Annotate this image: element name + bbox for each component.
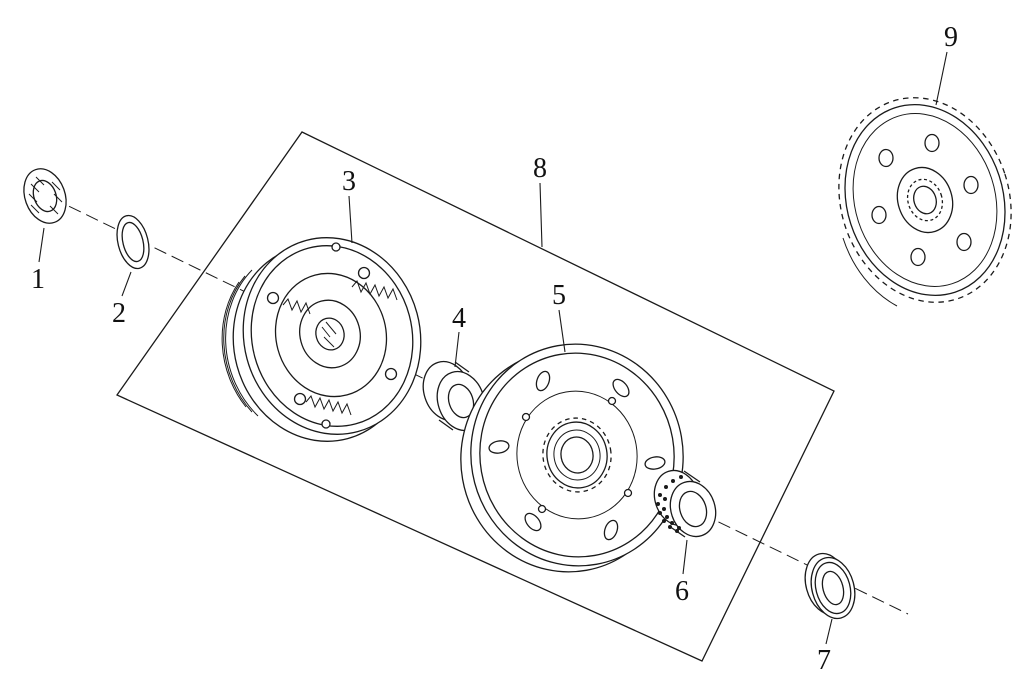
callouts: 1 2 3 4 5 6 7 8 bbox=[31, 22, 958, 676]
part-clutch-shoe-assembly bbox=[221, 237, 422, 442]
callout-2: 2 bbox=[112, 271, 132, 329]
part-lock-washer bbox=[116, 214, 150, 270]
assembly-boundary bbox=[116, 131, 835, 662]
callout-3-label: 3 bbox=[342, 166, 356, 197]
callout-6: 6 bbox=[675, 539, 689, 607]
part-driven-gear bbox=[838, 97, 1012, 307]
housing-rivets bbox=[521, 396, 633, 514]
housing-windows bbox=[488, 370, 666, 541]
callout-9: 9 bbox=[935, 22, 958, 106]
center-gear-teeth bbox=[542, 417, 612, 493]
callout-6-label: 6 bbox=[675, 576, 689, 607]
callout-8: 8 bbox=[533, 153, 547, 248]
part-thrust-washer bbox=[804, 552, 856, 620]
callout-2-label: 2 bbox=[112, 298, 126, 329]
pivot-pins bbox=[266, 242, 398, 429]
needle-roller-dots bbox=[656, 475, 683, 533]
callout-4: 4 bbox=[452, 303, 466, 368]
callout-8-label: 8 bbox=[533, 153, 547, 184]
callout-1-label: 1 bbox=[31, 264, 45, 295]
clutch-springs bbox=[282, 280, 398, 416]
callout-4-label: 4 bbox=[452, 303, 466, 334]
gear-teeth bbox=[838, 97, 1012, 303]
part-needle-bearing bbox=[653, 469, 717, 538]
nut-hatching bbox=[28, 176, 63, 215]
gear-bolt-holes bbox=[871, 133, 979, 267]
callout-3: 3 bbox=[342, 166, 356, 244]
callout-5: 5 bbox=[552, 280, 566, 353]
callout-7: 7 bbox=[817, 618, 833, 676]
spline-bore bbox=[906, 178, 944, 222]
part-clutch-housing bbox=[460, 343, 684, 573]
callout-7-label: 7 bbox=[817, 645, 831, 676]
callout-9-label: 9 bbox=[944, 22, 958, 53]
part-nut bbox=[23, 168, 67, 224]
callout-1: 1 bbox=[31, 227, 45, 295]
callout-5-label: 5 bbox=[552, 280, 566, 311]
hub-spline-hatching bbox=[321, 321, 337, 348]
